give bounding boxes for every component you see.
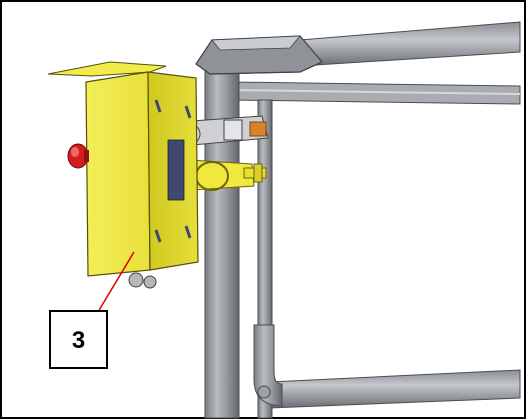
callout-box — [49, 310, 108, 369]
callout-label: 3 — [72, 327, 85, 354]
main-post-tube — [204, 59, 240, 419]
enclosure-lid — [47, 61, 167, 77]
cable-gland — [128, 272, 144, 288]
callout-leader-line — [97, 251, 135, 313]
top-rail-tube — [299, 21, 521, 67]
enclosure-front — [85, 71, 151, 277]
cable-gland — [143, 275, 157, 289]
callout-3: 3 — [49, 251, 135, 369]
gate-bend-tube — [253, 324, 283, 407]
bottom-rail-tube — [269, 369, 521, 409]
electrical-enclosure — [47, 61, 199, 289]
gate-frame — [195, 21, 521, 419]
